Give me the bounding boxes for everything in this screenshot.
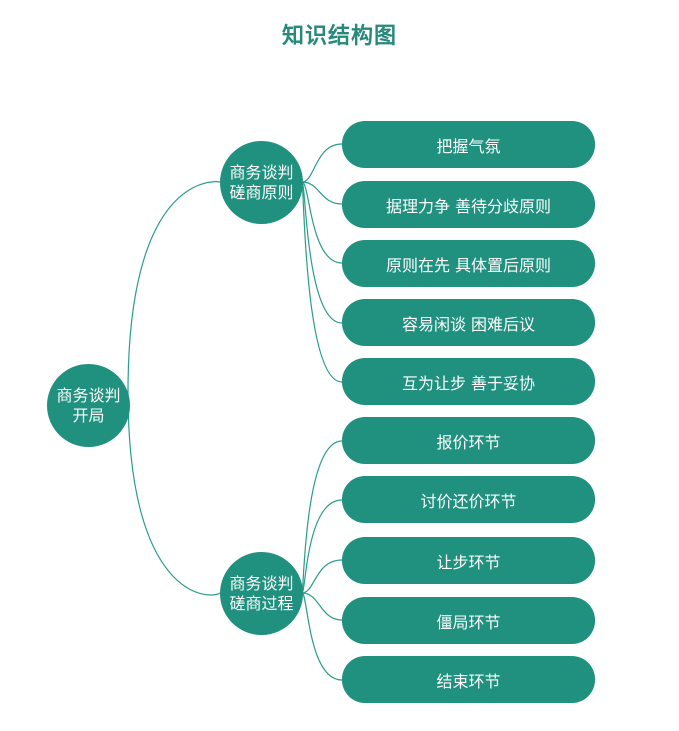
connector-b2-item3	[301, 559, 343, 594]
leaf-node-label: 据理力争 善待分歧原则	[385, 196, 552, 216]
connector-b2-item2	[301, 499, 343, 594]
branch1-label-line2: 磋商原则	[229, 182, 294, 202]
connector-b1-item3	[301, 181, 343, 264]
leaf-node[interactable]: 僵局环节	[342, 597, 595, 644]
root-node-label-line1: 商务谈判	[56, 385, 121, 405]
connector-b2-item4	[301, 592, 343, 621]
branch-node-principles[interactable]: 商务谈判 磋商原则	[220, 141, 303, 224]
branch2-label-line1: 商务谈判	[229, 573, 294, 593]
leaf-node-label: 互为让步 善于妥协	[401, 373, 536, 393]
root-node[interactable]: 商务谈判 开局	[47, 364, 130, 447]
connector-b1-item2	[301, 181, 343, 205]
connector-b1-item4	[301, 181, 343, 324]
leaf-node[interactable]: 互为让步 善于妥协	[342, 358, 595, 405]
leaf-node-label: 报价环节	[436, 432, 501, 452]
root-node-label-line2: 开局	[72, 405, 105, 425]
branch2-label-line2: 磋商过程	[229, 593, 294, 613]
connector-b2-item5	[301, 592, 343, 681]
leaf-node[interactable]: 原则在先 具体置后原则	[342, 240, 595, 287]
branch1-label-line1: 商务谈判	[229, 162, 294, 182]
leaf-node[interactable]: 让步环节	[342, 537, 595, 584]
connector-b2-item1	[301, 440, 343, 594]
leaf-node-label: 结束环节	[436, 671, 501, 691]
leaf-node-label: 把握气氛	[436, 136, 501, 156]
leaf-node-label: 容易闲谈 困难后议	[401, 314, 536, 334]
leaf-node[interactable]: 据理力争 善待分歧原则	[342, 181, 595, 228]
leaf-node[interactable]: 讨价还价环节	[342, 476, 595, 523]
connector-root-branch2	[127, 391, 221, 596]
leaf-node[interactable]: 把握气氛	[342, 121, 595, 168]
leaf-node-label: 让步环节	[436, 552, 501, 572]
connector-b1-item5	[301, 181, 343, 383]
leaf-node[interactable]: 结束环节	[342, 656, 595, 703]
diagram-title: 知识结构图	[281, 24, 397, 49]
leaf-node[interactable]: 容易闲谈 困难后议	[342, 299, 595, 346]
leaf-node-label: 僵局环节	[436, 612, 501, 632]
leaf-node-label: 讨价还价环节	[420, 491, 517, 511]
connector-root-branch1	[127, 181, 221, 393]
branch-node-process[interactable]: 商务谈判 磋商过程	[220, 552, 303, 635]
leaf-node-label: 原则在先 具体置后原则	[385, 255, 552, 275]
connector-b1-item1	[301, 143, 343, 183]
leaf-node[interactable]: 报价环节	[342, 417, 595, 464]
